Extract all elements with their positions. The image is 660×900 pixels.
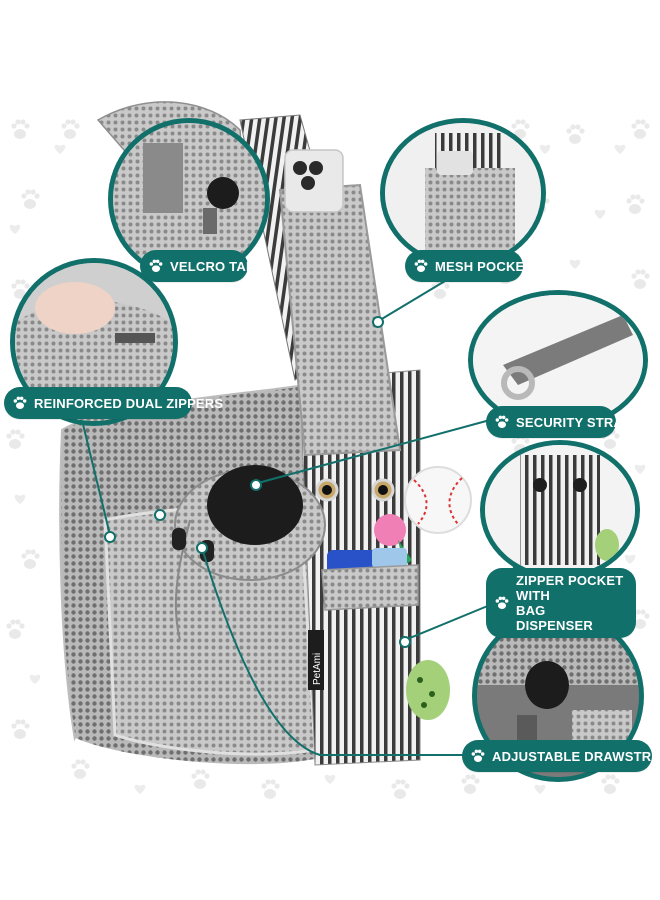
- brand-tag: PetAmi: [312, 653, 323, 685]
- callout-mesh-pocket-text: MESH POCKET: [435, 258, 533, 274]
- callout-zipper-pocket-line1: ZIPPER POCKET WITH: [516, 573, 624, 603]
- callout-velcro-tape: VELCRO TAPE: [140, 250, 264, 282]
- callout-mesh-pocket: MESH POCKET: [405, 250, 532, 282]
- paw-icon: [414, 259, 428, 272]
- callout-security-strap-text: SECURITY STRAP: [516, 414, 632, 430]
- callout-zipper-pocket: ZIPPER POCKET WITH BAG DISPENSER: [486, 568, 636, 638]
- callout-velcro-tape-text: VELCRO TAPE: [170, 258, 264, 274]
- paw-icon: [471, 749, 485, 762]
- callout-security-strap: SECURITY STRAP: [486, 406, 632, 438]
- callout-adjustable-drawstring: ADJUSTABLE DRAWSTRING: [462, 740, 660, 772]
- callout-zipper-pocket-line2: BAG DISPENSER: [516, 603, 593, 633]
- callout-reinforced-dual-zippers-text: REINFORCED DUAL ZIPPERS: [34, 395, 224, 411]
- detail-circle-velcro: [108, 118, 270, 280]
- callout-zipper-pocket-text: ZIPPER POCKET WITH BAG DISPENSER: [516, 573, 624, 633]
- paw-icon: [495, 596, 509, 609]
- detail-circle-mesh-pocket: [380, 118, 546, 268]
- paw-icon: [13, 396, 27, 409]
- paw-icon: [495, 415, 509, 428]
- callout-adjustable-drawstring-text: ADJUSTABLE DRAWSTRING: [492, 748, 660, 764]
- paw-icon: [149, 259, 163, 272]
- callout-reinforced-dual-zippers: REINFORCED DUAL ZIPPERS: [4, 387, 223, 419]
- detail-circle-zipper-pocket: [480, 440, 640, 580]
